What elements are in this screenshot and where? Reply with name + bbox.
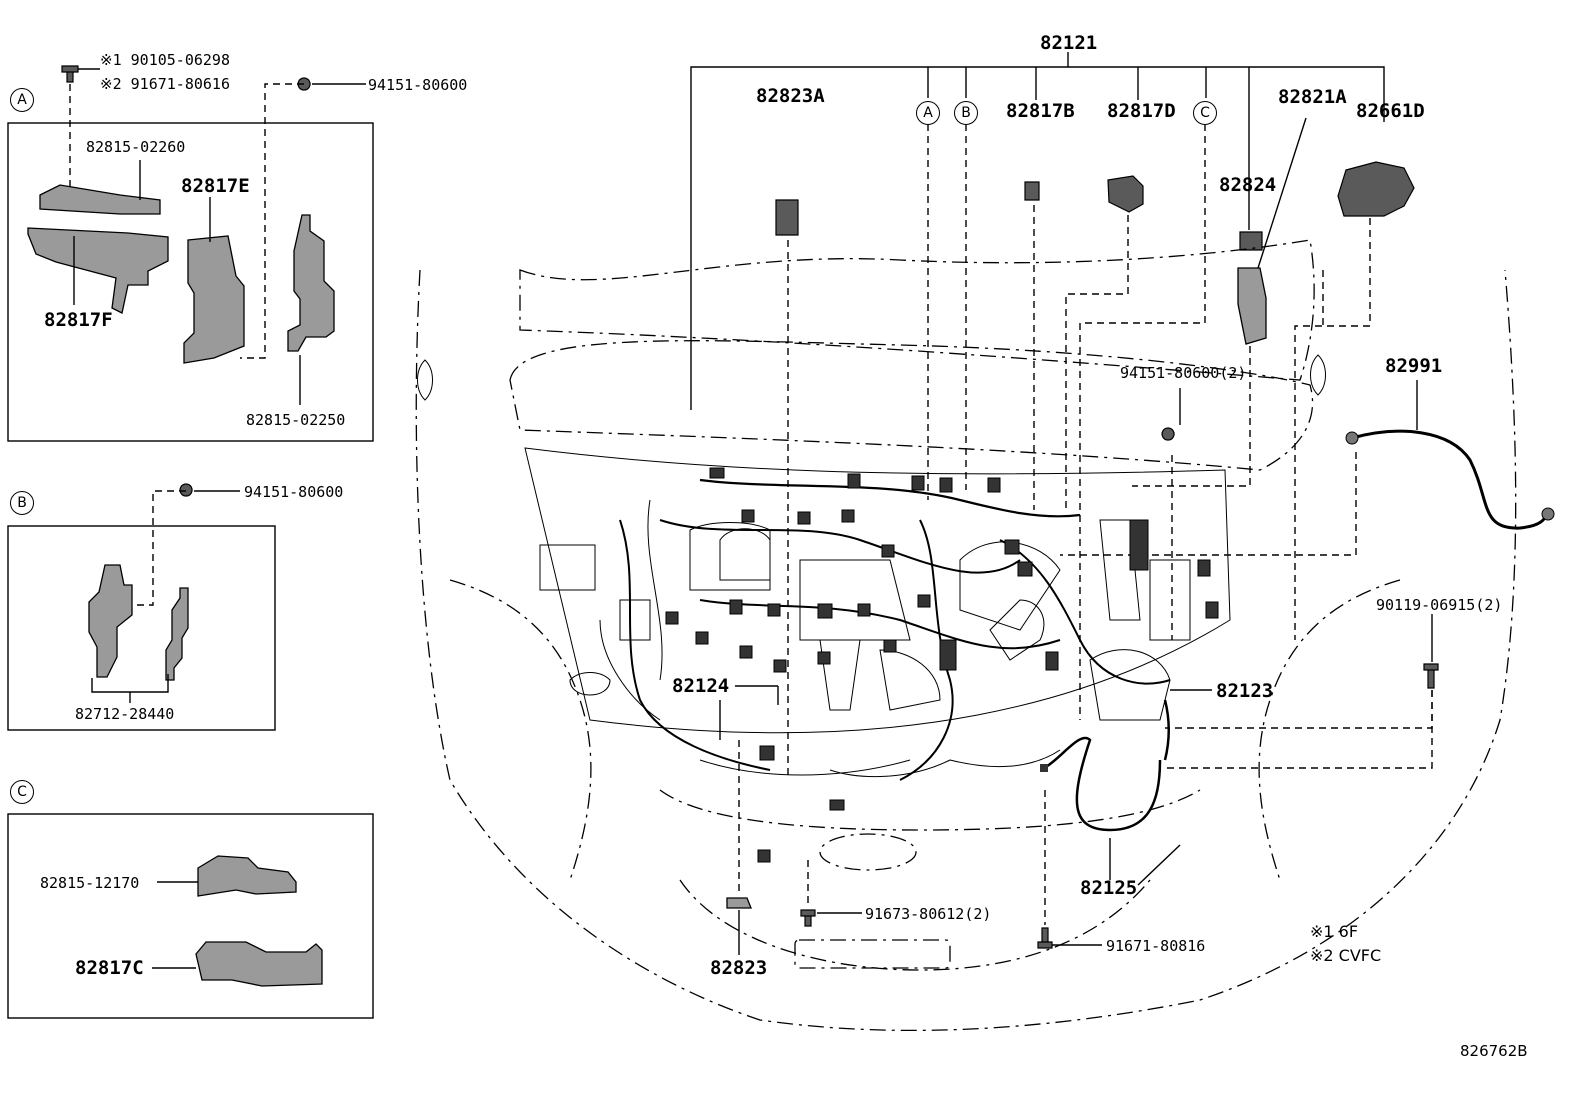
bolt-label-90119: 90119-06915(2) [1376, 596, 1503, 614]
part-label-82712-28440: 82712-28440 [75, 705, 175, 723]
figure-reference: 826762B [1460, 1042, 1528, 1060]
protector-82817F [27, 227, 169, 314]
bolt-90119 [1423, 663, 1439, 689]
bolt-label-91673: 91673-80612(2) [865, 905, 992, 923]
connector-82823A [775, 199, 799, 236]
clip-82823 [726, 897, 752, 909]
part-label-82815-02250: 82815-02250 [246, 411, 346, 429]
part-label-82817E: 82817E [181, 175, 250, 197]
part-label-82817D: 82817D [1107, 100, 1176, 122]
part-label-82815-12170: 82815-12170 [40, 874, 140, 892]
bracket-82815-02260 [39, 184, 161, 215]
part-label-82123: 82123 [1216, 680, 1274, 702]
holder-82821A [1237, 267, 1267, 345]
main-marker-a: A [916, 101, 940, 125]
bolt-91673 [800, 909, 816, 927]
bracket-82815-12170 [197, 855, 297, 897]
legend-note-2: ※2 CVFC [1310, 946, 1382, 965]
clamp-82817D [1107, 175, 1144, 213]
inset-a-marker: A [10, 88, 34, 112]
main-marker-c: C [1193, 101, 1217, 125]
inset-c-marker: C [10, 780, 34, 804]
clip-icon [297, 77, 311, 91]
main-assembly [415, 52, 1555, 1032]
connector-82661D [1337, 161, 1415, 217]
part-label-82817C: 82817C [75, 957, 144, 979]
clip-label-a: 94151-80600 [368, 76, 468, 94]
connector-82817B [1024, 181, 1040, 201]
bolt-label-91671: 91671-80816 [1106, 937, 1206, 955]
part-label-82815-02260: 82815-02260 [86, 138, 186, 156]
inset-a-drawing [7, 65, 374, 442]
clip-label-94151-main: 94151-80600(2) [1120, 364, 1247, 382]
part-label-82125: 82125 [1080, 877, 1138, 899]
part-label-82821A: 82821A [1278, 86, 1347, 108]
bolt-note-1: ※1 90105-06298 [100, 51, 230, 69]
legend-note-1: ※1 6F [1310, 922, 1359, 941]
protector-82817E [183, 235, 245, 364]
part-label-82823: 82823 [710, 957, 768, 979]
harness-label-82121: 82121 [1040, 32, 1098, 54]
part-label-82991: 82991 [1385, 355, 1443, 377]
inset-b-drawing [7, 483, 276, 731]
bracket-82712-28440-right [165, 587, 189, 681]
part-label-82661D: 82661D [1356, 100, 1425, 122]
inset-c-drawing [7, 813, 374, 1019]
bolt-icon [61, 65, 79, 83]
part-label-82823A: 82823A [756, 85, 825, 107]
bolt-91671 [1037, 927, 1053, 949]
clip-label-b: 94151-80600 [244, 483, 344, 501]
part-label-82124: 82124 [672, 675, 730, 697]
main-marker-b: B [954, 101, 978, 125]
inset-b-marker: B [10, 491, 34, 515]
protector-82817C [195, 941, 323, 987]
bracket-82815-02250 [287, 214, 335, 352]
part-label-82817F: 82817F [44, 309, 113, 331]
bolt-note-2: ※2 91671-80616 [100, 75, 230, 93]
bracket-82712-28440-left [88, 564, 133, 678]
clip-icon-b [179, 483, 193, 497]
part-label-82817B: 82817B [1006, 100, 1075, 122]
clip-82824 [1239, 231, 1263, 251]
clip-94151-main [1161, 427, 1175, 441]
part-label-82824: 82824 [1219, 174, 1277, 196]
